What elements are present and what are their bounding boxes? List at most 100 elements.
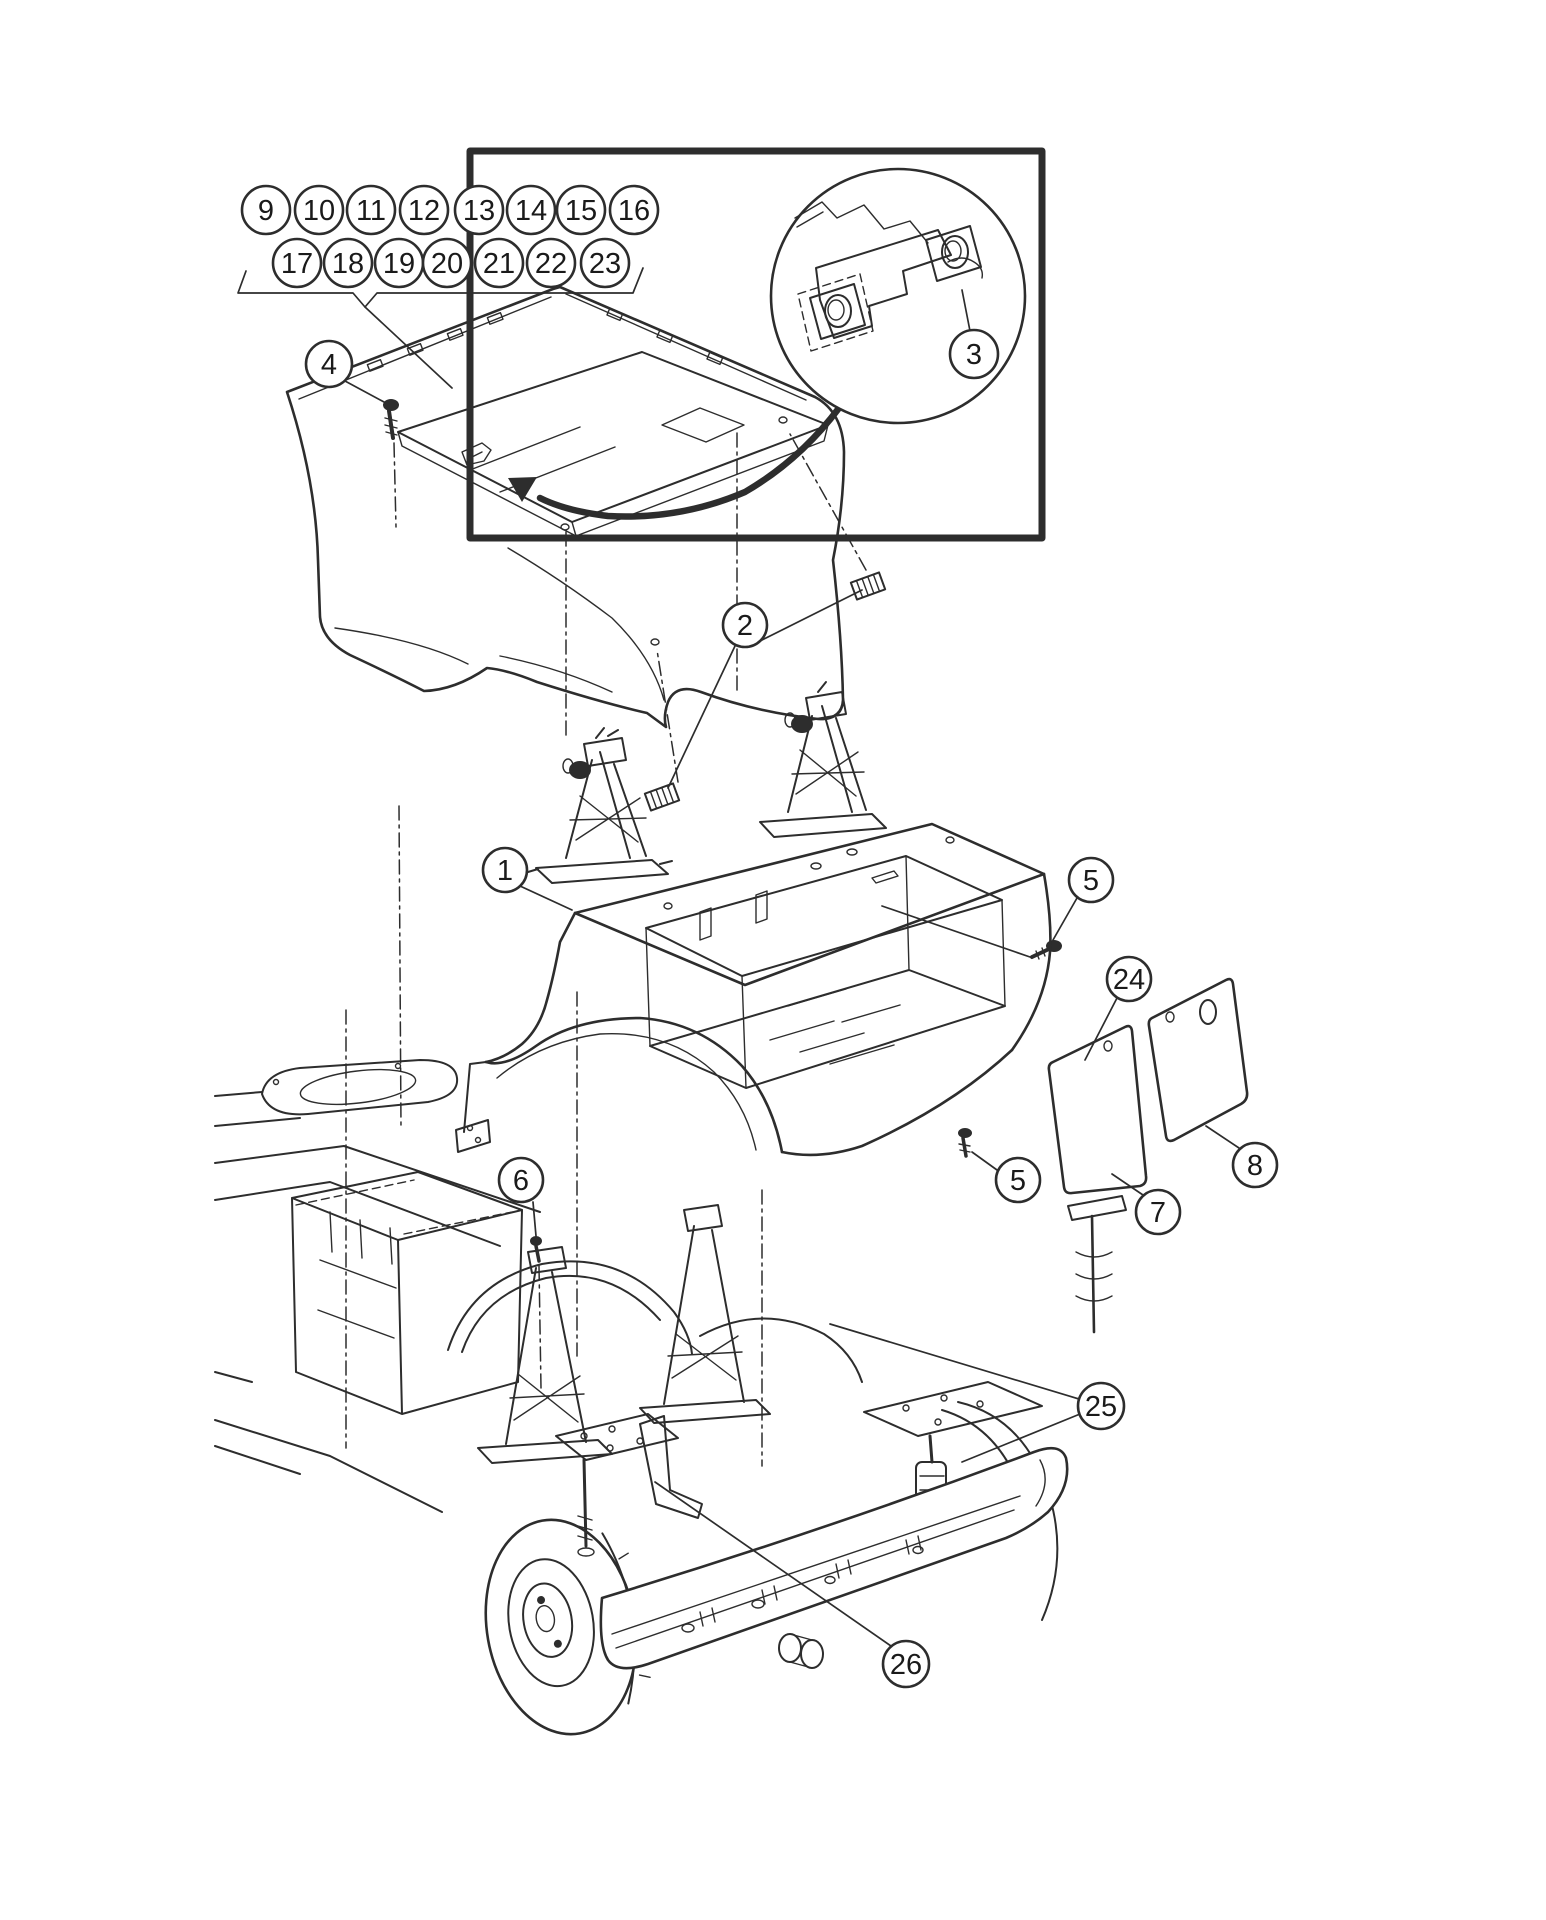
callout-18: 18 xyxy=(322,237,374,289)
panel-7 xyxy=(1047,1024,1148,1195)
callout-11: 11 xyxy=(345,184,397,236)
callout-2-circle xyxy=(721,601,769,649)
callout-22-label: 22 xyxy=(535,248,567,280)
front-platform-ring xyxy=(261,1059,459,1116)
callout-10-label: 10 xyxy=(303,195,335,227)
callout-7-circle xyxy=(1134,1188,1182,1236)
speed-nut-right xyxy=(925,225,982,282)
seat-support-right xyxy=(759,681,887,838)
rear-body-cowl xyxy=(285,285,846,729)
callout-7: 7 xyxy=(1134,1188,1182,1236)
detail-bracket-view xyxy=(794,201,984,352)
callout-13: 13 xyxy=(453,184,505,236)
callout-12: 12 xyxy=(398,184,450,236)
callout-2-label: 2 xyxy=(737,610,753,642)
callout-10-circle xyxy=(293,184,345,236)
callout-6: 6 xyxy=(497,1156,545,1204)
deck-holes xyxy=(663,836,955,910)
cowl-fender-crease xyxy=(507,547,665,701)
callout-13-circle xyxy=(453,184,505,236)
callout-20: 20 xyxy=(421,237,473,289)
callout-15-circle xyxy=(555,184,607,236)
leader-lines xyxy=(344,289,1240,1647)
callout-5b-circle xyxy=(994,1156,1042,1204)
frame-rails xyxy=(214,1091,541,1513)
callout-25-circle xyxy=(1076,1381,1126,1431)
callout-3-circle xyxy=(948,328,1000,380)
callout-16-circle xyxy=(608,184,660,236)
callout-18-circle xyxy=(322,237,374,289)
callout-16: 16 xyxy=(608,184,660,236)
callout-26-label: 26 xyxy=(890,1649,922,1681)
callout-16-label: 16 xyxy=(618,195,650,227)
chassis-wheel-arch xyxy=(447,1260,693,1355)
cowl-basin-wall xyxy=(397,424,829,537)
hitch-roller xyxy=(778,1633,824,1669)
deck-tabs xyxy=(699,890,768,941)
callout-14: 14 xyxy=(505,184,557,236)
leader-5b xyxy=(971,1151,998,1171)
cowl-face-contours xyxy=(334,627,613,693)
callout-4: 4 xyxy=(304,339,354,389)
callout-2: 2 xyxy=(721,601,769,649)
callout-15-label: 15 xyxy=(565,195,597,227)
callout-24-circle xyxy=(1105,955,1153,1003)
callout-19: 19 xyxy=(373,237,425,289)
screw-5-lower xyxy=(958,1128,972,1158)
callout-8-label: 8 xyxy=(1247,1150,1263,1182)
motor-hump xyxy=(699,1317,863,1383)
callout-24-label: 24 xyxy=(1113,964,1145,996)
callout-5a: 5 xyxy=(1067,856,1115,904)
l-bracket xyxy=(639,1415,703,1519)
callout-5a-label: 5 xyxy=(1083,865,1099,897)
cowl-clip-bracket xyxy=(461,442,492,466)
leader-7 xyxy=(1111,1173,1144,1196)
callout-22: 22 xyxy=(525,237,577,289)
chassis-underbody xyxy=(214,1059,1127,1736)
callout-23-label: 23 xyxy=(589,248,621,280)
screw-6 xyxy=(530,1236,542,1263)
callout-26-circle xyxy=(881,1639,931,1689)
callout-5a-circle xyxy=(1067,856,1115,904)
leader-6 xyxy=(532,1201,537,1237)
callout-20-label: 20 xyxy=(431,248,463,280)
callout-5b: 5 xyxy=(994,1156,1042,1204)
leader-5a xyxy=(1052,897,1078,941)
leader-26 xyxy=(654,1481,892,1647)
callout-23: 23 xyxy=(579,237,631,289)
callout-4-label: 4 xyxy=(321,349,337,381)
arrow-icon xyxy=(508,477,537,502)
callout-23-circle xyxy=(579,237,631,289)
callout-17-label: 17 xyxy=(281,248,313,280)
leader-2 xyxy=(667,589,863,789)
chassis-tower-left xyxy=(477,1246,613,1464)
speed-nut-left xyxy=(797,273,874,352)
callout-9: 9 xyxy=(240,184,292,236)
callout-21-label: 21 xyxy=(483,248,515,280)
callout-24: 24 xyxy=(1105,955,1153,1003)
callout-10: 10 xyxy=(293,184,345,236)
seat-support-left xyxy=(527,727,673,884)
leader-3 xyxy=(961,289,971,332)
rear-strut-spring xyxy=(1067,1195,1127,1334)
panel-8 xyxy=(1147,977,1249,1143)
callout-26: 26 xyxy=(881,1639,931,1689)
callout-5b-label: 5 xyxy=(1010,1165,1026,1197)
callout-11-label: 11 xyxy=(356,195,386,227)
callout-1-label: 1 xyxy=(497,855,513,887)
cowl-inner-rim xyxy=(298,293,807,401)
callout-18-label: 18 xyxy=(332,248,364,280)
callout-14-label: 14 xyxy=(515,195,547,227)
callout-14-circle xyxy=(505,184,557,236)
battery-box xyxy=(291,1171,523,1415)
cowl-rim-clip-slots xyxy=(326,307,724,387)
callout-25-label: 25 xyxy=(1085,1391,1117,1423)
leader-24 xyxy=(1084,997,1118,1061)
callout-9-circle xyxy=(240,184,292,236)
clip-nut-left xyxy=(643,782,681,812)
inset-border xyxy=(466,147,1046,542)
callout-25: 25 xyxy=(1076,1381,1126,1431)
